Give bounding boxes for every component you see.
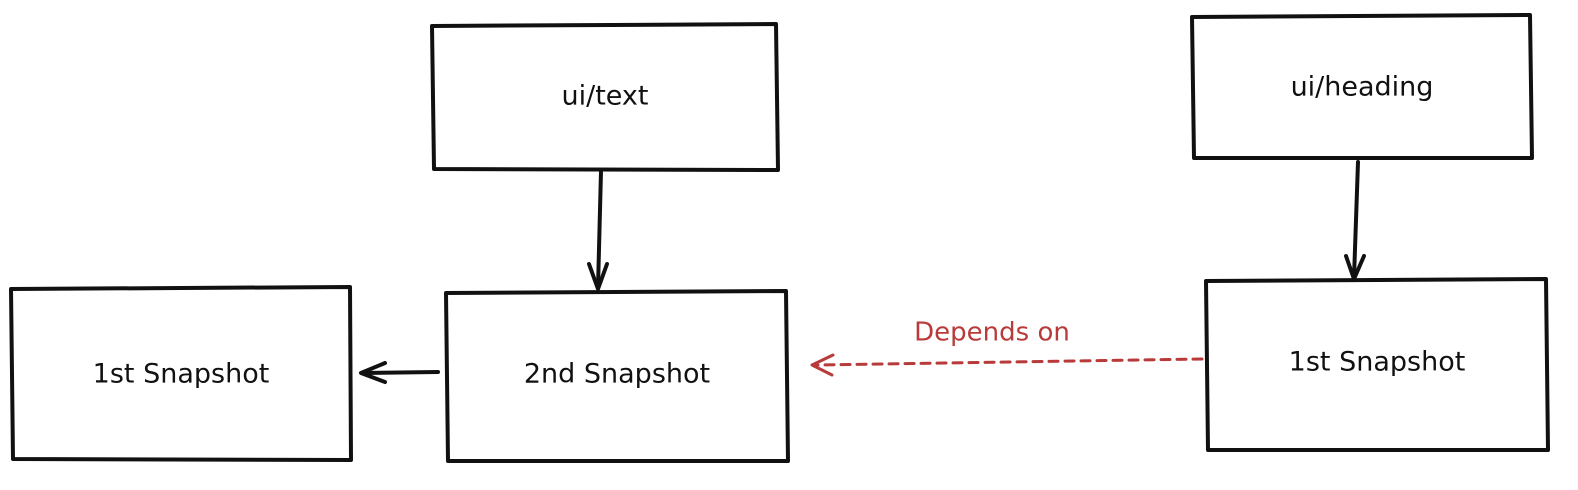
node-ui-text[interactable]: ui/text <box>430 22 780 172</box>
edge-depends-on-label: Depends on <box>914 318 1070 348</box>
edge-ui-heading-to-right-snapshot-arrowhead <box>1344 254 1366 281</box>
node-snapshot-second-box <box>444 289 790 463</box>
edge-depends-on: Depends on <box>810 318 1204 377</box>
edge-second-to-left-snapshot-line <box>360 370 440 375</box>
edge-ui-text-to-second-snapshot <box>587 169 609 291</box>
node-snapshot-left-first-box <box>9 285 353 462</box>
edge-second-to-left-snapshot-arrowhead <box>359 361 387 384</box>
node-ui-text-box <box>430 22 780 172</box>
edge-depends-on-arrowhead <box>810 353 835 377</box>
node-ui-heading-box <box>1190 13 1534 160</box>
node-snapshot-right-first-box <box>1204 277 1550 452</box>
node-snapshot-left-first-label: 1st Snapshot <box>93 359 270 390</box>
node-ui-heading-label: ui/heading <box>1291 72 1434 103</box>
edge-ui-heading-to-right-snapshot <box>1344 160 1366 281</box>
edge-depends-on-line <box>814 357 1204 367</box>
node-ui-heading[interactable]: ui/heading <box>1190 13 1534 160</box>
edge-second-to-left-snapshot <box>359 361 440 384</box>
edge-ui-heading-to-right-snapshot-line <box>1352 160 1360 280</box>
node-snapshot-second-label: 2nd Snapshot <box>524 359 710 390</box>
node-snapshot-left-first[interactable]: 1st Snapshot <box>9 285 353 462</box>
node-snapshot-second[interactable]: 2nd Snapshot <box>444 289 790 463</box>
edge-ui-text-to-second-snapshot-line <box>596 169 603 290</box>
node-snapshot-right-first[interactable]: 1st Snapshot <box>1204 277 1550 452</box>
node-ui-text-label: ui/text <box>562 81 649 112</box>
node-snapshot-right-first-label: 1st Snapshot <box>1289 347 1466 378</box>
edge-ui-text-to-second-snapshot-arrowhead <box>587 262 609 291</box>
